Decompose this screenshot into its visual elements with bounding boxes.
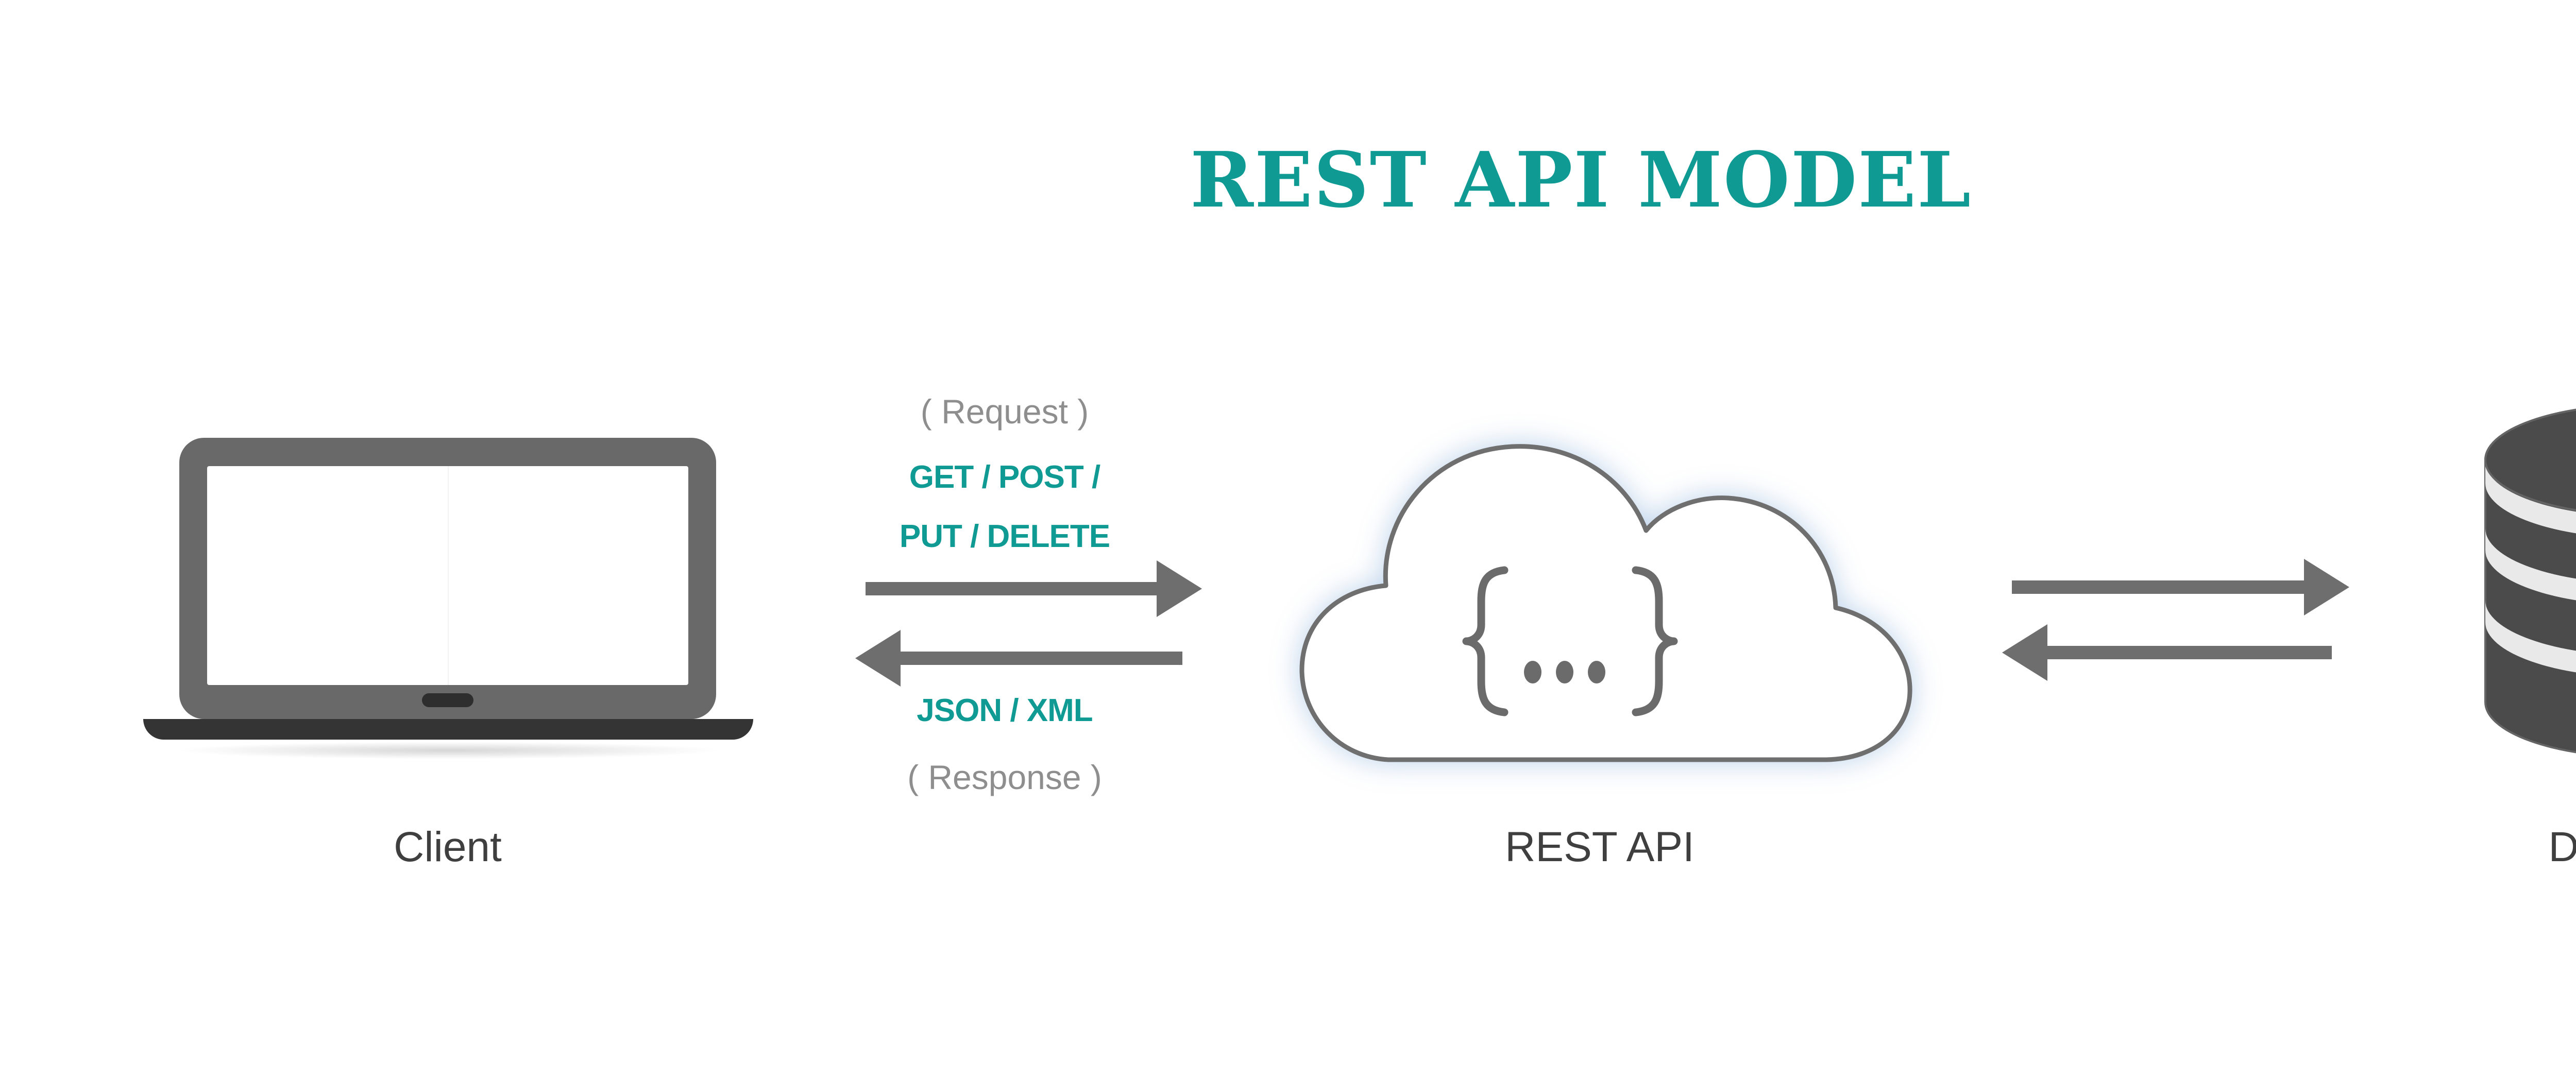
request-arrow-right-icon (866, 560, 1202, 617)
laptop-shadow (174, 742, 722, 759)
laptop-icon (143, 438, 753, 767)
laptop-hinge-notch (422, 693, 473, 707)
api-to-db-arrow-right-icon (2012, 559, 2349, 615)
response-arrow-left-icon (855, 630, 1182, 687)
arrow-head-left (2002, 624, 2047, 681)
cloud-icon (1299, 444, 1912, 762)
cloud-outline (1299, 444, 1912, 762)
rest-api-label: REST API (1505, 824, 1694, 870)
database-label: Database (2548, 824, 2576, 870)
arrow-shaft (2012, 580, 2304, 594)
db-to-api-arrow-left-icon (2002, 624, 2332, 681)
arrow-shaft (866, 582, 1157, 595)
arrow-head-left (855, 630, 901, 687)
laptop-base (143, 719, 753, 740)
client-label: Client (394, 824, 502, 870)
database-band (2485, 528, 2576, 601)
request-annotation: ( Request ) (920, 392, 1089, 431)
database-top-cap (2484, 408, 2576, 511)
code-braces-icon (1462, 566, 1678, 716)
database-band (2485, 601, 2576, 673)
arrow-shaft (900, 652, 1182, 665)
left-brace (1462, 566, 1509, 716)
response-formats: JSON / XML (917, 693, 1093, 728)
database-icon (2484, 408, 2576, 754)
database-band (2485, 461, 2576, 534)
request-methods-line2: PUT / DELETE (899, 519, 1110, 554)
page-title: REST API MODEL (1190, 135, 1972, 225)
response-annotation: ( Response ) (907, 758, 1102, 796)
laptop-screen-seam (448, 466, 449, 685)
right-brace (1632, 566, 1678, 716)
arrow-head-right (1157, 560, 1202, 617)
arrow-head-right (2304, 559, 2349, 615)
laptop-screen (207, 466, 688, 685)
arrow-shaft (2047, 646, 2332, 659)
request-methods-line1: GET / POST / (909, 459, 1100, 495)
ellipsis-dots-icon (1524, 661, 1605, 683)
